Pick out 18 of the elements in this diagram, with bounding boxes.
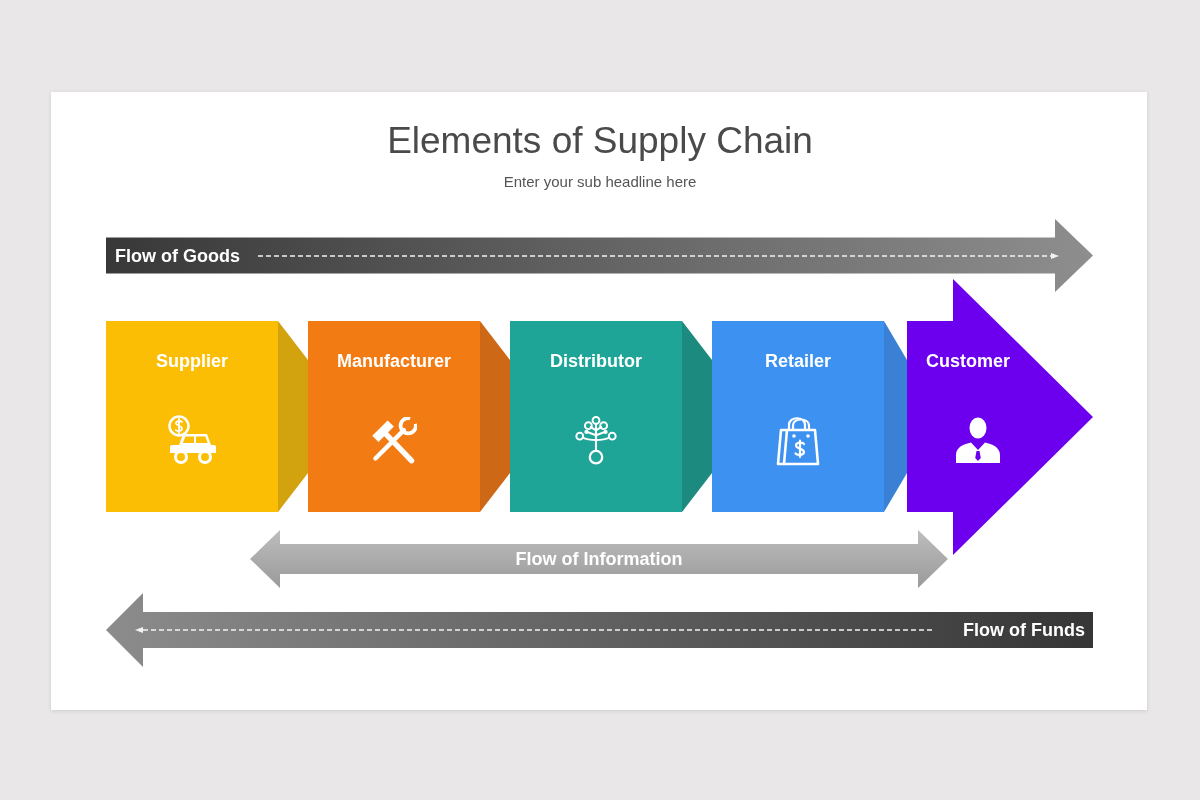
flow-label: Flow of Information [515, 548, 683, 570]
step-label: Customer [926, 350, 1010, 372]
step-block [510, 321, 712, 512]
arrow-band [106, 593, 1093, 667]
arrow-block [907, 279, 1093, 555]
step-label: Manufacturer [337, 350, 451, 372]
step-block [712, 321, 907, 512]
double-arrow-band [250, 530, 948, 588]
step-block [106, 321, 308, 512]
step-label: Retailer [765, 350, 831, 372]
step-block [308, 321, 510, 512]
flow-label: Flow of Goods [115, 244, 240, 267]
step-label: Supplier [156, 350, 228, 372]
title: Elements of Supply Chain [387, 119, 813, 163]
subtitle: Enter your sub headline here [503, 173, 697, 191]
flow-label: Flow of Funds [963, 619, 1085, 641]
arrow-band [106, 219, 1093, 292]
step-label: Distributor [550, 350, 642, 372]
